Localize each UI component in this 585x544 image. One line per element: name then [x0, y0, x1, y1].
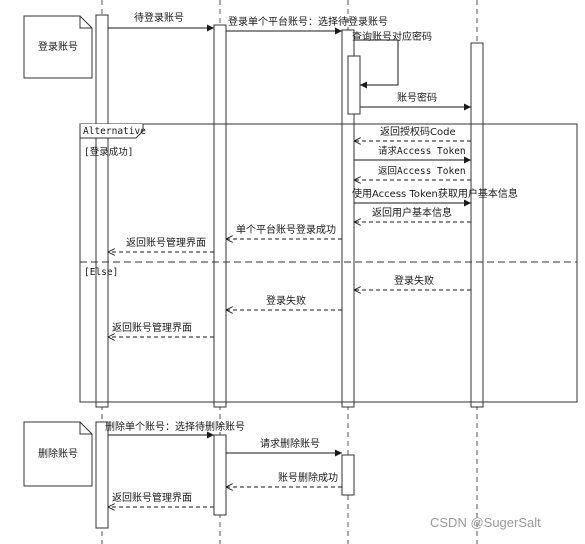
msg-login-success-label: 单个平台账号登录成功 — [236, 223, 336, 236]
note-delete-text: 删除账号 — [38, 447, 78, 460]
note-delete: 删除账号 — [23, 421, 93, 487]
activation-user-1 — [95, 14, 109, 408]
msg-return-manage-1-label: 返回账号管理界面 — [126, 236, 206, 249]
msg-login-select-label: 登录单个平台账号：选择待登录账号 — [228, 15, 388, 28]
activation-service-2 — [341, 454, 355, 496]
alt-fragment: Alternative [登录成功] [Else] — [79, 123, 578, 403]
activation-manager-1 — [213, 24, 227, 408]
msg-request-token-label: 请求Access Token — [378, 145, 466, 157]
msg-return-userinfo-label: 返回用户基本信息 — [372, 206, 452, 219]
alt-fragment-label: Alternative — [83, 126, 146, 137]
msg-request-delete-label: 请求删除账号 — [260, 437, 320, 450]
msg-return-manage-3-label: 返回账号管理界面 — [112, 491, 192, 504]
activation-manager-2 — [213, 434, 227, 516]
msg-wait-login-label: 待登录账号 — [134, 11, 184, 24]
msg-login-fail-2-label: 登录失败 — [266, 294, 306, 307]
msg-return-manage-2-label: 返回账号管理界面 — [112, 321, 192, 334]
guard-success: [登录成功] — [84, 146, 133, 158]
activation-auth-1 — [470, 42, 484, 408]
activation-service-self — [347, 55, 361, 115]
watermark: CSDN @SugerSalt — [430, 515, 541, 530]
activation-user-2 — [95, 421, 109, 529]
msg-return-code-label: 返回授权码Code — [380, 125, 456, 138]
msg-account-password-label: 账号密码 — [397, 91, 437, 104]
msg-return-token-label: 返回Access Token — [378, 165, 466, 177]
msg-use-token-label: 使用Access Token获取用户基本信息 — [352, 187, 518, 200]
msg-delete-select-label: 删除单个账号：选择待删除账号 — [105, 420, 245, 433]
msg-delete-success-label: 账号删除成功 — [278, 471, 338, 484]
msg-query-password-label: 查询账号对应密码 — [352, 30, 432, 43]
note-login: 登录账号 — [23, 15, 93, 79]
guard-else: [Else] — [84, 267, 118, 278]
msg-login-fail-1-label: 登录失败 — [394, 274, 434, 287]
msg-query-password-arrow — [354, 39, 399, 89]
note-login-text: 登录账号 — [38, 40, 78, 53]
